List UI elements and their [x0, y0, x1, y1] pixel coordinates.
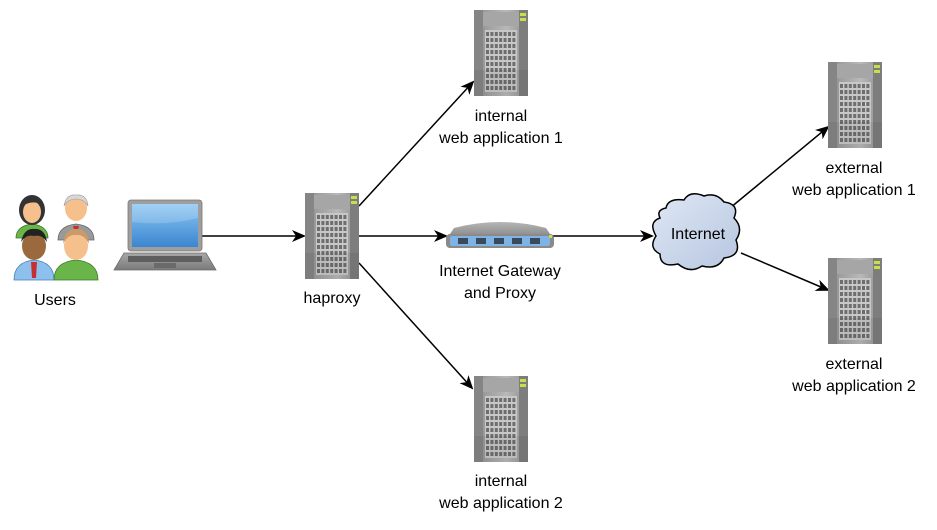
server-icon-haproxy	[305, 193, 359, 279]
gateway-label-line2: and Proxy	[463, 285, 537, 302]
haproxy-label: haproxy	[303, 290, 361, 307]
server-icon-external2	[828, 258, 882, 344]
internal2-label-line1: internal	[474, 473, 528, 490]
users-label: Users	[34, 292, 76, 309]
cloud-icon	[652, 193, 741, 271]
external1-label-line1: external	[825, 160, 883, 177]
gateway-label-line1: Internet Gateway	[439, 263, 561, 280]
internal2-label: internal web application 2	[411, 471, 591, 515]
edge-internet-external1	[729, 125, 830, 209]
external1-label: external web application 1	[764, 158, 937, 202]
gateway-label: Internet Gateway and Proxy	[410, 261, 590, 305]
user-woman2-icon	[53, 228, 99, 281]
internal2-label-line2: web application 2	[439, 495, 563, 512]
external2-label-line1: external	[825, 356, 883, 373]
router-icon	[446, 222, 554, 248]
edge-haproxy-internal2	[358, 262, 474, 390]
users-group-icon	[13, 194, 99, 281]
user-man-icon	[13, 228, 55, 281]
server-icon-external1	[828, 62, 882, 148]
internal1-label-line1: internal	[474, 108, 528, 125]
internal1-label-line2: web application 1	[439, 130, 563, 147]
external2-label-line2: web application 2	[792, 378, 916, 395]
server-icon-internal2	[474, 376, 528, 462]
internet-label: Internet	[670, 226, 726, 243]
edge-internet-external2	[740, 252, 830, 291]
external1-label-line2: web application 1	[792, 182, 916, 199]
edge-haproxy-internal1	[358, 80, 475, 207]
edges	[201, 80, 830, 390]
laptop-icon	[113, 199, 217, 271]
server-icon-internal1	[474, 10, 528, 96]
internal1-label: internal web application 1	[411, 106, 591, 150]
external2-label: external web application 2	[764, 354, 937, 398]
